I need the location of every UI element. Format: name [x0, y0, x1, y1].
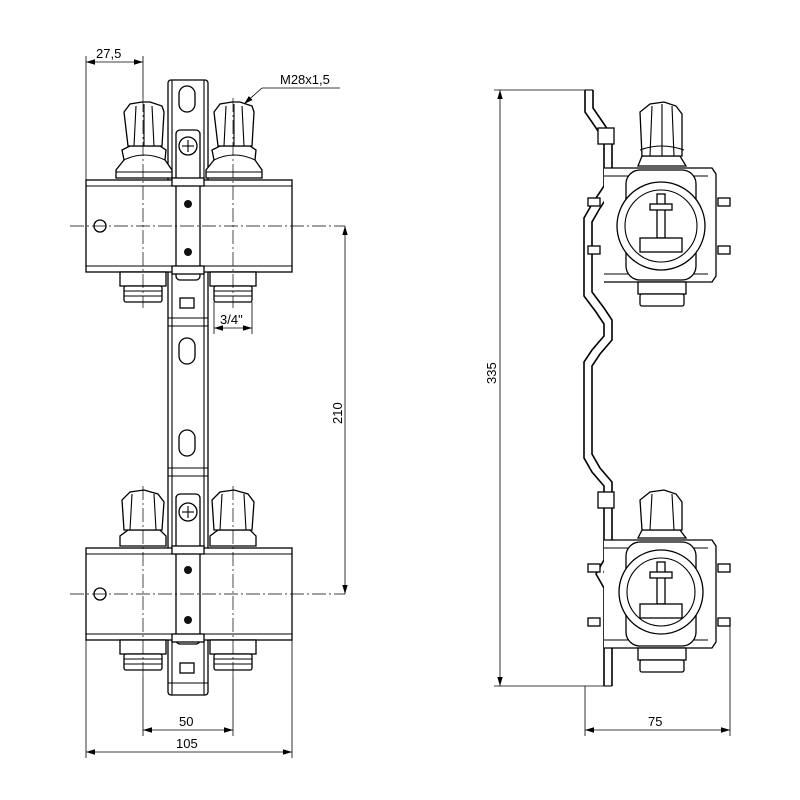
dim-label-105: 105 [176, 736, 198, 751]
dim-3-4-inch: 3/4" [213, 302, 253, 334]
upper-valve-right [205, 101, 263, 179]
dim-label-50: 50 [179, 714, 193, 729]
thread-callout: M28x1,5 [243, 72, 340, 105]
side-view: 335 75 [484, 89, 731, 736]
upper-valve-left [115, 101, 173, 179]
upper-manifold-body [85, 129, 293, 281]
dim-label-335: 335 [484, 362, 499, 384]
dim-27-5: 27,5 [85, 46, 144, 180]
side-upper-assembly [587, 101, 731, 307]
side-lower-assembly [587, 489, 731, 673]
front-centerlines [70, 98, 345, 676]
dim-label-3-4: 3/4" [220, 312, 243, 327]
dim-50: 50 [142, 676, 234, 736]
thread-label: M28x1,5 [280, 72, 330, 87]
dim-210: 210 [330, 226, 348, 594]
dim-label-27-5: 27,5 [96, 46, 121, 61]
dim-335: 335 [484, 89, 604, 687]
dim-75: 75 [584, 626, 731, 736]
lower-manifold-body [85, 493, 293, 645]
dim-label-210: 210 [330, 402, 345, 424]
dim-105: 105 [85, 640, 293, 758]
front-view: 27,5 M28x1,5 3/4" 210 50 [70, 46, 348, 758]
upper-outlet-right [209, 271, 257, 303]
dim-label-75: 75 [648, 714, 662, 729]
